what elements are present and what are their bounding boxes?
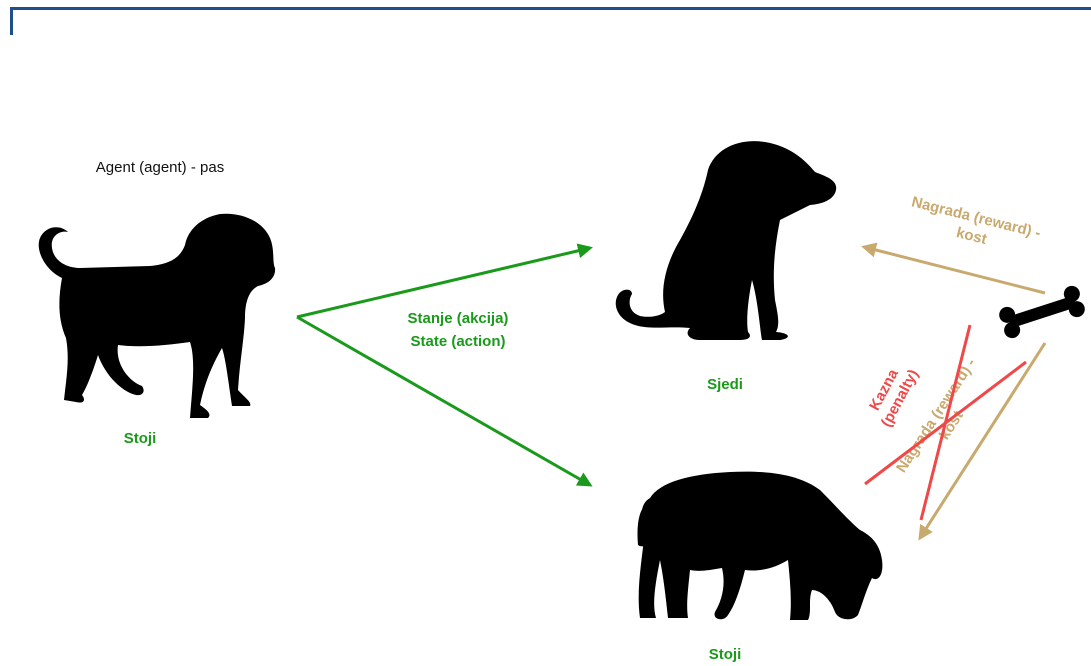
reward-label-sit-line2: kost <box>954 224 988 248</box>
outcome-stand-state-label: Stoji <box>709 646 742 663</box>
dog-standing-icon <box>38 213 276 418</box>
action-arrow-sit <box>296 243 593 319</box>
penalty-label: Kazna (penalty) <box>866 366 922 430</box>
penalty-cross-line-b <box>919 324 972 521</box>
bone-icon <box>999 285 1085 339</box>
outcome-sit-state-label: Sjedi <box>707 376 743 393</box>
top-frame-line <box>10 7 1091 10</box>
dog-sitting-icon <box>615 141 837 340</box>
action-label-line2: State (action) <box>410 333 505 350</box>
action-label-line1: Stanje (akcija) <box>408 310 509 327</box>
action-arrow-stand <box>296 315 593 487</box>
top-frame <box>10 7 1091 35</box>
agent-label: Agent (agent) - pas <box>96 159 224 176</box>
reward-arrow-stand <box>918 342 1047 541</box>
reward-arrow-sit <box>861 242 1046 295</box>
reward-label-sit: Nagrada (reward) - kost <box>910 193 1043 248</box>
penalty-cross <box>864 324 1027 521</box>
dog-sniffing-icon <box>638 471 883 620</box>
top-frame-tick <box>10 7 13 35</box>
dog-sniffing-tail <box>637 500 658 547</box>
dog-sitting-ear <box>711 160 735 232</box>
agent-state-label: Stoji <box>124 430 157 447</box>
